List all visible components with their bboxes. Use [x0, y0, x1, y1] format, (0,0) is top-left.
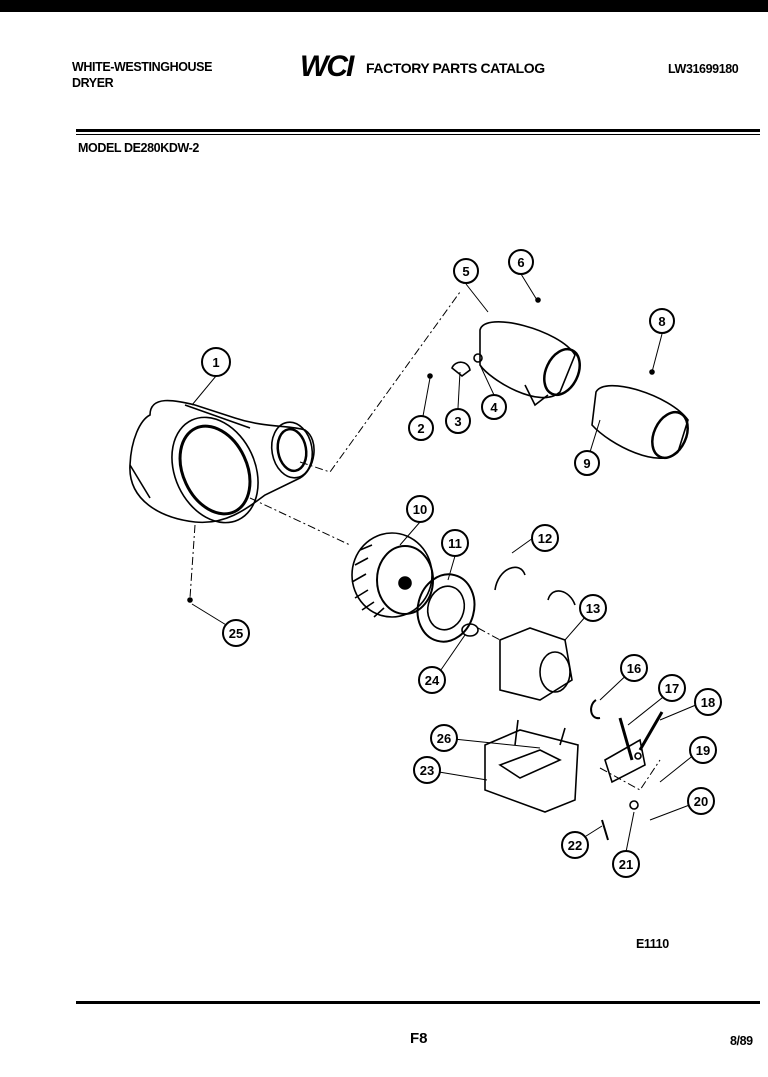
callout-11: 11 — [441, 529, 469, 557]
callouts: 1 2 3 4 5 6 8 9 10 11 12 13 16 17 18 19 … — [201, 249, 722, 878]
svg-text:13: 13 — [586, 601, 600, 616]
callout-19: 19 — [689, 736, 717, 764]
part-5-cylinder — [479, 321, 581, 407]
callout-17: 17 — [658, 674, 686, 702]
callout-21: 21 — [612, 850, 640, 878]
catalog-title: FACTORY PARTS CATALOG — [366, 60, 545, 76]
part-22-spring — [601, 819, 609, 841]
part-12-clip — [494, 566, 526, 591]
svg-text:4: 4 — [490, 400, 498, 415]
diagram-artwork — [129, 297, 689, 841]
svg-text:5: 5 — [462, 264, 469, 279]
alignment-lines — [189, 291, 661, 791]
part-11-disc — [416, 573, 476, 643]
top-border — [0, 0, 768, 12]
revision-date: 8/89 — [730, 1034, 753, 1048]
brand-line-1: WHITE-WESTINGHOUSE — [72, 60, 213, 74]
leader-lines — [191, 273, 704, 853]
footer-rule — [76, 1001, 760, 1004]
catalog-number: LW31699180 — [668, 62, 739, 76]
callout-4: 4 — [481, 394, 507, 420]
part-6-screw — [535, 297, 541, 303]
callout-13: 13 — [579, 594, 607, 622]
svg-text:10: 10 — [413, 502, 427, 517]
part-1-blower-housing — [129, 399, 315, 524]
callout-6: 6 — [508, 249, 534, 275]
parts-17-18-levers — [604, 711, 664, 784]
callout-8: 8 — [649, 308, 675, 334]
svg-text:17: 17 — [665, 681, 679, 696]
svg-text:19: 19 — [696, 743, 710, 758]
svg-text:22: 22 — [568, 838, 582, 853]
part-16-hook — [590, 699, 601, 720]
part-21-nut — [629, 800, 639, 810]
svg-text:26: 26 — [437, 731, 451, 746]
callout-1: 1 — [201, 347, 231, 377]
callout-26: 26 — [430, 724, 458, 752]
brand-line-2: DRYER — [72, 76, 114, 90]
callout-5: 5 — [453, 258, 479, 284]
callout-20: 20 — [687, 787, 715, 815]
svg-text:11: 11 — [448, 536, 462, 551]
figure-code: E1110 — [636, 937, 669, 951]
header-rule-thin — [76, 134, 760, 135]
part-25-screw — [187, 597, 193, 603]
svg-text:16: 16 — [627, 661, 641, 676]
callout-9: 9 — [574, 450, 600, 476]
part-9-cylinder — [591, 384, 689, 460]
callout-24: 24 — [418, 666, 446, 694]
header-rule — [76, 129, 760, 132]
svg-text:1: 1 — [212, 355, 219, 370]
svg-text:20: 20 — [694, 794, 708, 809]
part-23-bracket — [484, 719, 579, 813]
callout-25: 25 — [222, 619, 250, 647]
svg-text:23: 23 — [420, 763, 434, 778]
svg-text:2: 2 — [417, 421, 424, 436]
svg-text:9: 9 — [583, 456, 590, 471]
wci-logo: WCI — [300, 50, 354, 83]
callout-22: 22 — [561, 831, 589, 859]
svg-text:25: 25 — [229, 626, 243, 641]
callout-10: 10 — [406, 495, 434, 523]
callout-12: 12 — [531, 524, 559, 552]
page-number: F8 — [410, 1030, 428, 1047]
svg-text:12: 12 — [538, 531, 552, 546]
svg-text:8: 8 — [658, 314, 665, 329]
svg-text:3: 3 — [454, 414, 461, 429]
part-10-blower-wheel — [351, 532, 434, 618]
callout-16: 16 — [620, 654, 648, 682]
callout-23: 23 — [413, 756, 441, 784]
svg-text:18: 18 — [701, 695, 715, 710]
callout-18: 18 — [694, 688, 722, 716]
model-label: MODEL DE280KDW-2 — [78, 141, 199, 155]
svg-text:6: 6 — [517, 255, 524, 270]
svg-text:21: 21 — [619, 857, 633, 872]
parts-2-3-4-hardware — [427, 353, 483, 379]
callout-2: 2 — [408, 415, 434, 441]
svg-text:24: 24 — [425, 673, 440, 688]
callout-3: 3 — [445, 408, 471, 434]
part-24-bearing — [461, 623, 479, 637]
part-13-motor — [499, 590, 576, 701]
